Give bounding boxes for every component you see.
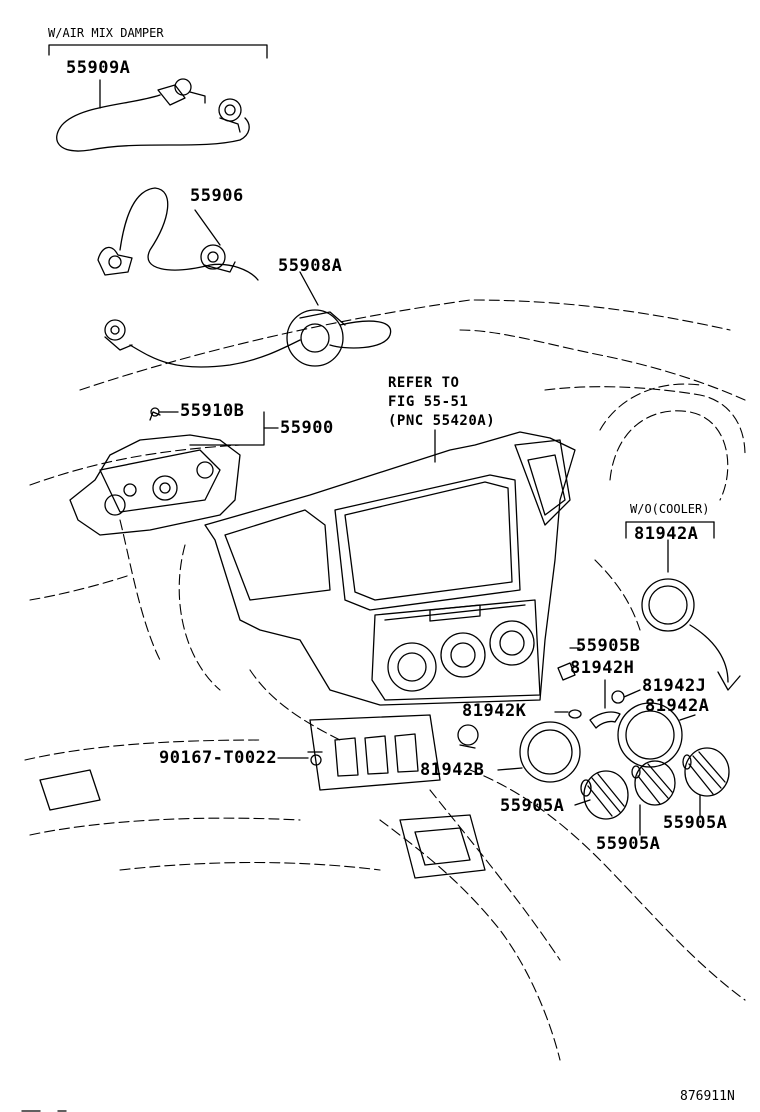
part-number-55905a-bottom: 55905A bbox=[596, 834, 661, 854]
part-number-81942a-top: 81942A bbox=[634, 524, 699, 544]
part-number-55905b: 55905B bbox=[576, 636, 641, 656]
part-number-81942j: 81942J bbox=[642, 676, 707, 696]
heater-control-assembly bbox=[69, 407, 241, 536]
leader-55900 bbox=[159, 411, 279, 446]
damper-group-bracket bbox=[48, 44, 268, 59]
refer-line-1: REFER TO bbox=[388, 375, 460, 391]
screw-90167 bbox=[277, 751, 323, 766]
part-number-81942a-mid: 81942A bbox=[645, 696, 710, 716]
wo-cooler-bracket bbox=[625, 521, 715, 539]
dashboard-outline bbox=[24, 299, 746, 1061]
part-number-81942b: 81942B bbox=[420, 760, 485, 780]
knobs-and-rings bbox=[457, 539, 741, 836]
part-number-90167-t0022: 90167-T0022 bbox=[159, 748, 278, 768]
part-number-55909a: 55909A bbox=[66, 58, 131, 78]
harness-55908a bbox=[104, 271, 392, 368]
refer-line-3: (PNC 55420A) bbox=[388, 413, 496, 429]
part-number-81942k: 81942K bbox=[462, 701, 527, 721]
part-number-55905a-left: 55905A bbox=[500, 796, 565, 816]
harness-55909a bbox=[56, 78, 250, 152]
part-number-55906: 55906 bbox=[190, 186, 244, 206]
part-number-55905a-right: 55905A bbox=[663, 813, 728, 833]
part-number-55910b: 55910B bbox=[180, 401, 245, 421]
lower-console bbox=[39, 714, 486, 879]
refer-line-2: FIG 55-51 bbox=[388, 394, 469, 410]
label-air-mix-damper: W/AIR MIX DAMPER bbox=[48, 26, 164, 40]
part-number-55900: 55900 bbox=[280, 418, 334, 438]
part-number-81942h: 81942H bbox=[570, 658, 635, 678]
label-wo-cooler: W/O(COOLER) bbox=[630, 502, 710, 516]
harness-55906 bbox=[97, 187, 259, 281]
figure-number: 876911N bbox=[680, 1089, 735, 1104]
center-cluster-panel bbox=[204, 431, 576, 706]
part-number-55908a: 55908A bbox=[278, 256, 343, 276]
